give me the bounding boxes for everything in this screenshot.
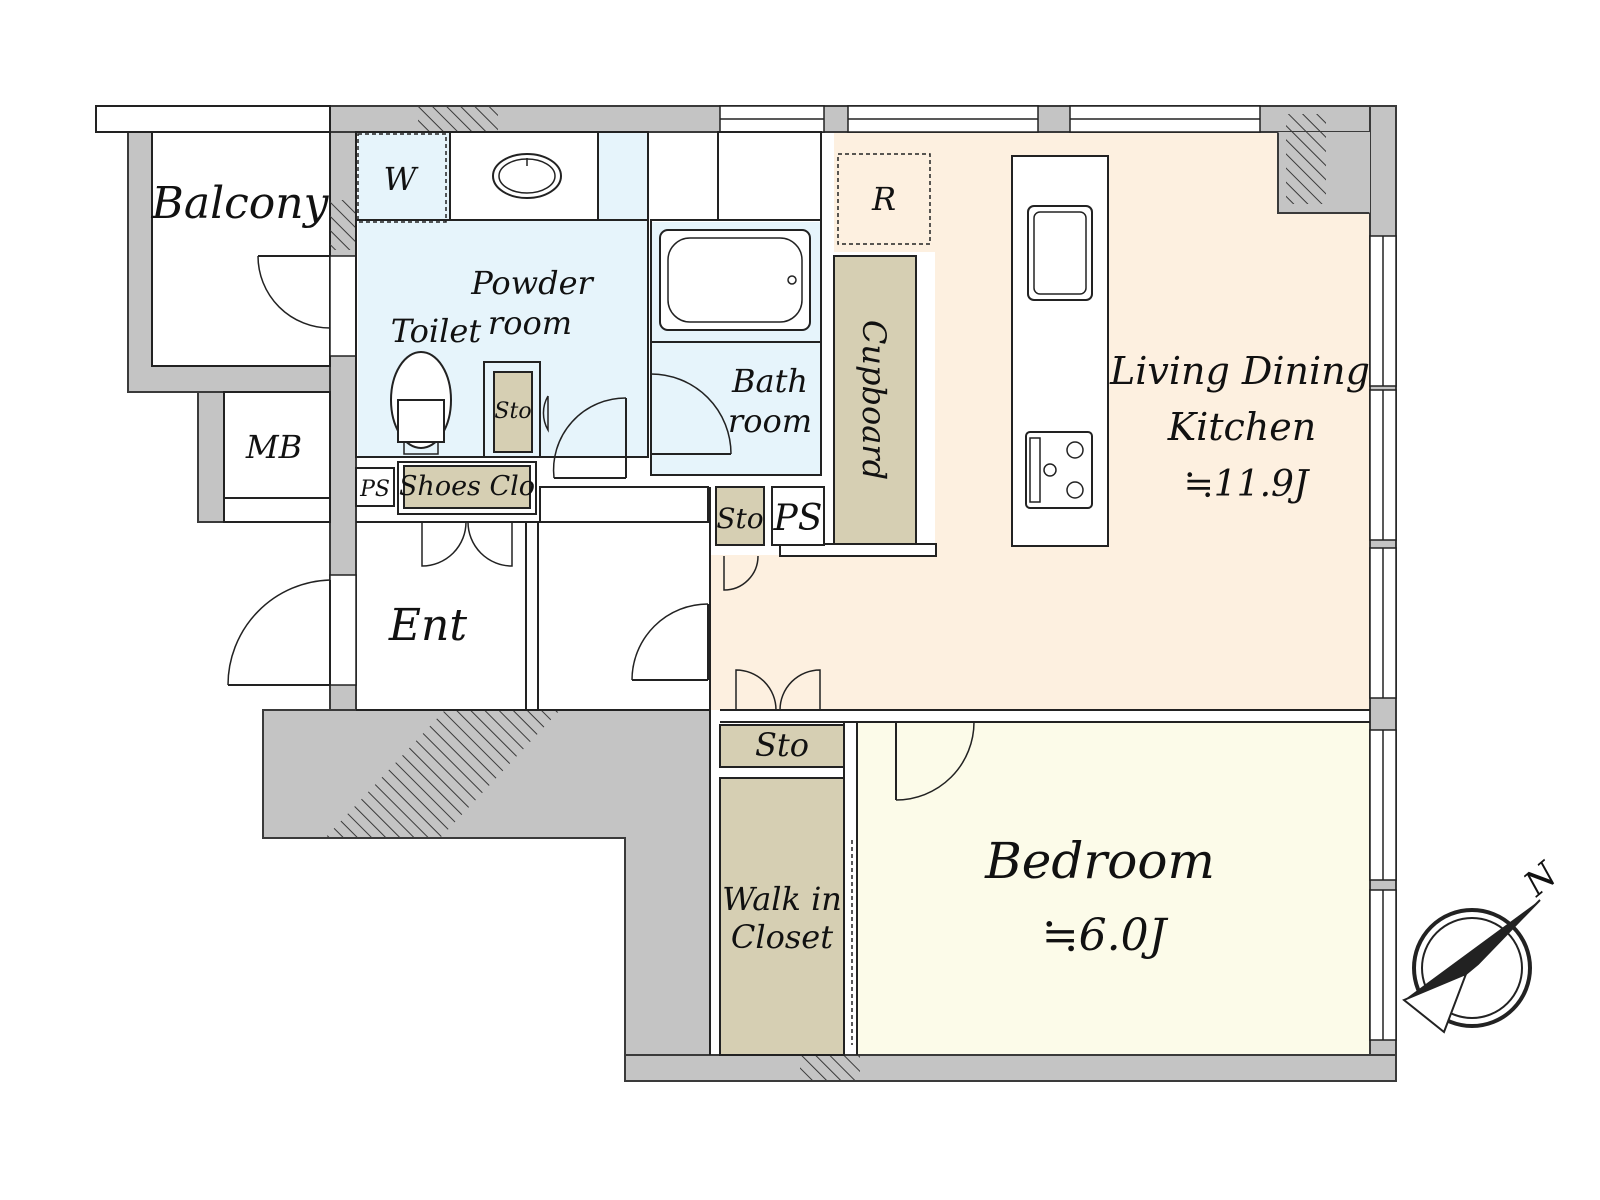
stove-icon bbox=[1025, 431, 1093, 509]
fridge-space bbox=[837, 153, 931, 245]
label-mb: MB bbox=[245, 428, 302, 466]
label-sto-toilet: Sto bbox=[494, 399, 531, 424]
label-shoes: Shoes Clo bbox=[399, 471, 535, 502]
doors bbox=[227, 255, 975, 801]
storage-mid bbox=[715, 486, 765, 546]
label-powder-2: room bbox=[488, 304, 572, 342]
label-walkin-1: Walk in bbox=[722, 880, 842, 918]
kitchen-sink-icon bbox=[1027, 205, 1093, 301]
label-balcony: Balcony bbox=[151, 178, 330, 229]
sink-icon bbox=[492, 153, 562, 199]
label-bath-2: room bbox=[728, 402, 812, 440]
walk-in-closet bbox=[719, 777, 845, 1056]
label-ldk-1: Living Dining bbox=[1109, 349, 1370, 393]
hatched-slots bbox=[325, 106, 1326, 1081]
label-walkin-2: Closet bbox=[731, 918, 833, 956]
mb-wall bbox=[197, 391, 225, 523]
toilet-icon bbox=[390, 351, 452, 455]
bathtub-icon bbox=[659, 229, 811, 331]
label-sto-mid: Sto bbox=[716, 502, 763, 535]
label-entrance: Ent bbox=[388, 600, 467, 651]
outer-bottom-wall bbox=[624, 1054, 1397, 1082]
compass-north-label: N bbox=[1516, 854, 1566, 905]
entrance-floor bbox=[356, 522, 526, 710]
balcony-floor bbox=[151, 131, 331, 367]
windows bbox=[329, 105, 1397, 1041]
label-washer: W bbox=[384, 160, 420, 198]
room-labels: Balcony W Powder room Toilet Bath room R… bbox=[151, 160, 1370, 961]
ps-small-box bbox=[355, 467, 395, 507]
label-cupboard: Cupboard bbox=[855, 320, 893, 480]
mb-box bbox=[223, 391, 331, 523]
label-bedroom-area: ≒6.0J bbox=[1042, 910, 1169, 961]
label-sto-lower: Sto bbox=[755, 726, 809, 764]
label-ps-small: PS bbox=[359, 477, 390, 502]
storage-lower bbox=[719, 724, 845, 768]
label-ldk-2: Kitchen bbox=[1167, 405, 1317, 449]
label-powder-1: Powder bbox=[470, 264, 594, 302]
ps-mid-box bbox=[771, 486, 825, 546]
cupboard bbox=[833, 255, 917, 545]
compass-icon: N bbox=[1402, 854, 1566, 1034]
kitchen-island bbox=[1011, 155, 1109, 547]
label-bedroom: Bedroom bbox=[984, 832, 1215, 890]
washer-space bbox=[357, 133, 447, 223]
label-ldk-area: ≒11.9J bbox=[1184, 464, 1311, 505]
storage-toilet bbox=[493, 371, 533, 453]
shoes-closet bbox=[403, 465, 531, 509]
label-bath-1: Bath bbox=[731, 362, 808, 400]
bedroom-floor bbox=[857, 722, 1370, 1055]
balcony-rail bbox=[95, 105, 331, 133]
label-fridge: R bbox=[871, 180, 896, 218]
label-ps-mid: PS bbox=[773, 498, 823, 539]
ldk-floor-top bbox=[834, 132, 944, 252]
label-toilet: Toilet bbox=[391, 312, 482, 350]
